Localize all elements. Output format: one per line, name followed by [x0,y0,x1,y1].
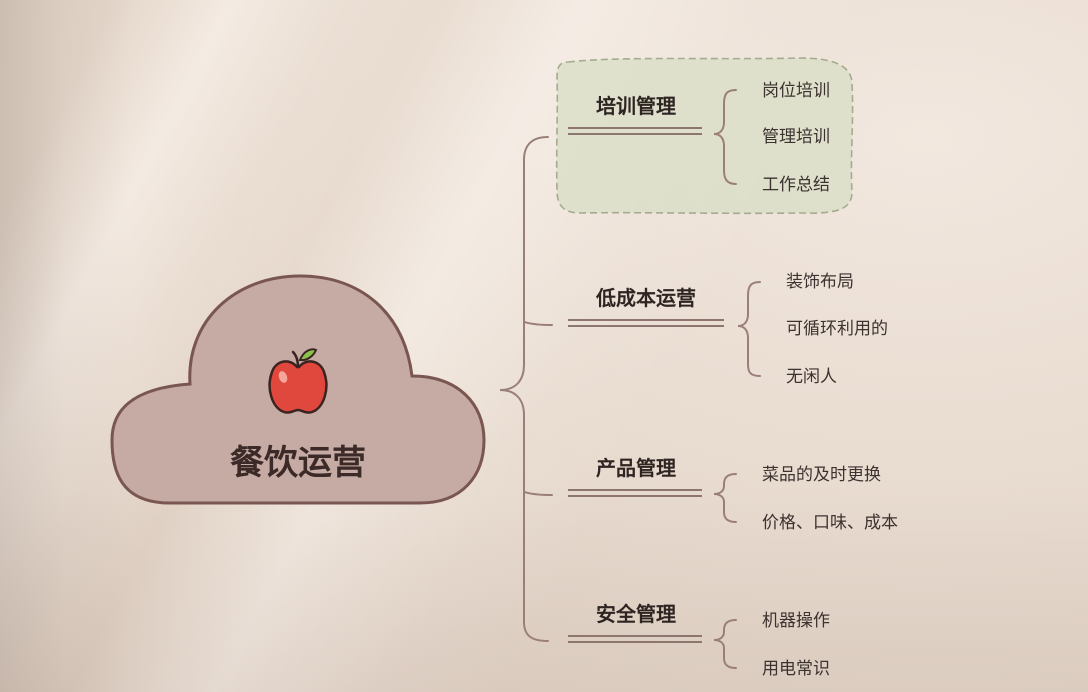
center-node[interactable]: 餐饮运营 [110,274,486,505]
branch-title: 培训管理 [596,94,676,118]
leaf-item[interactable]: 管理培训 [762,127,830,147]
leaf-item[interactable]: 价格、口味、成本 [762,513,898,533]
branch-underline-1 [568,127,702,135]
leaf-item[interactable]: 菜品的及时更换 [762,465,881,485]
leaf-item[interactable]: 装饰布局 [786,272,854,292]
leaf-item[interactable]: 用电常识 [762,659,830,679]
branch-brace-2 [737,281,761,377]
branch-safety[interactable]: 安全管理 机器操作 用电常识 [596,602,830,679]
leaf-item[interactable]: 机器操作 [762,611,830,631]
branch-title: 产品管理 [596,456,676,480]
branch-title: 低成本运营 [595,286,696,310]
branch-title: 安全管理 [596,602,676,626]
leaf-item[interactable]: 工作总结 [762,175,830,195]
apple-icon [268,348,328,414]
trunk-connector-mid-2 [523,491,553,496]
highlight-box [555,57,854,215]
branch-underline-2 [568,319,724,327]
branch-underline-4 [568,635,702,643]
leaf-item[interactable]: 无闲人 [786,367,837,387]
branch-underline-3 [568,489,702,497]
branch-low-cost[interactable]: 低成本运营 装饰布局 可循环利用的 无闲人 [595,272,888,387]
trunk-connector-mid-1 [523,321,553,326]
branch-brace-4 [713,619,737,669]
branch-brace-3 [713,473,737,523]
branch-product[interactable]: 产品管理 菜品的及时更换 价格、口味、成本 [596,456,898,533]
leaf-item[interactable]: 岗位培训 [762,81,830,101]
leaf-item[interactable]: 可循环利用的 [786,319,888,339]
branch-training[interactable]: 培训管理 岗位培训 管理培训 工作总结 [596,81,830,195]
branch-brace-1 [713,89,737,185]
center-title: 餐饮运营 [230,443,366,483]
trunk-connector [499,136,549,642]
